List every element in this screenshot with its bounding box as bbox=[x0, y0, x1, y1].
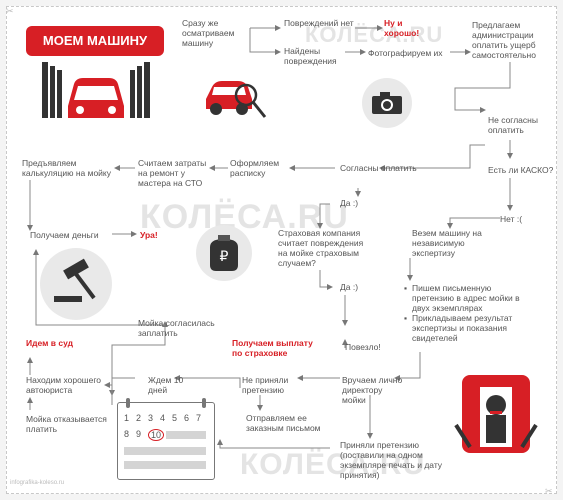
label-no: Нет :( bbox=[500, 214, 523, 224]
step-wash-agreed: Мойка согласилась заплатить bbox=[138, 318, 215, 338]
scissors-icon: ✂ bbox=[6, 6, 14, 16]
calendar-day: 4 bbox=[160, 413, 166, 423]
step-accepted: Приняли претензию (поставили на одном эк… bbox=[340, 440, 443, 480]
scissors-icon: ✂ bbox=[545, 486, 553, 496]
footer-credit: infografika-koleso.ru bbox=[10, 480, 65, 486]
calendar-day: 1 bbox=[124, 413, 130, 423]
car-magnifier-icon bbox=[206, 81, 267, 118]
arrow-to-wash-agreed bbox=[111, 321, 168, 405]
bullet-list: ▪ Пишем письменную претензию в адрес мойк… bbox=[404, 283, 554, 343]
arrow-to-independent bbox=[447, 217, 500, 229]
calendar-day: 8 bbox=[124, 429, 130, 439]
step-calculation: Предъявляем калькуляцию на мойку bbox=[22, 158, 111, 178]
step-get-money: Получаем деньги bbox=[30, 230, 99, 240]
wash-man-icon bbox=[454, 375, 538, 453]
step-not-agree: Не согласны оплатить bbox=[488, 115, 538, 135]
arrow-to-hand-over bbox=[394, 352, 421, 381]
arrow-to-not-agree bbox=[454, 62, 511, 113]
bullet-text: Прикладываем результат экспертизы и пока… bbox=[412, 313, 513, 343]
gavel-icon bbox=[54, 258, 96, 302]
calendar: 1 2 3 4 5 6 7 8 9 10 bbox=[117, 398, 215, 480]
step-offer-admin: Предлагаем администрации оплатить ущерб … bbox=[472, 20, 536, 60]
label-yes-1: Да :) bbox=[340, 198, 359, 208]
watermark-top: КОЛЁСА.RU bbox=[305, 22, 444, 47]
arrow-to-wash-refuses bbox=[104, 382, 113, 395]
bullet-dot: ▪ bbox=[404, 283, 408, 293]
calendar-day: 9 bbox=[136, 429, 142, 439]
gavel-circle bbox=[40, 248, 112, 320]
bullet-text: Пишем письменную претензию в адрес мойки… bbox=[412, 283, 520, 313]
step-wash-refuses: Мойка отказывается платить bbox=[26, 414, 107, 434]
calendar-day: 3 bbox=[148, 413, 154, 423]
step-independent: Везем машину на независимую экспертизу bbox=[412, 228, 482, 258]
calendar-bar bbox=[166, 431, 206, 439]
step-hooray: Ура! bbox=[140, 230, 158, 240]
arrow-wait-to-cal bbox=[109, 377, 135, 396]
step-inspect: Сразу же осматриваем машину bbox=[182, 18, 235, 48]
calendar-bar bbox=[124, 461, 206, 469]
svg-text:₽: ₽ bbox=[220, 249, 229, 265]
bullet-item: ▪ Пишем письменную претензию в адрес мойк… bbox=[404, 283, 554, 313]
step-agree: Согласны оплатить bbox=[340, 163, 417, 173]
step-ok: Ну и хорошо! bbox=[384, 18, 420, 38]
step-kasko: Есть ли КАСКО? bbox=[488, 165, 554, 175]
bullet-dot: ▪ bbox=[404, 313, 408, 323]
arrow-to-agree bbox=[379, 144, 485, 171]
watermark-bottom: КОЛЁСА.RU bbox=[240, 448, 426, 481]
arrow-to-wait bbox=[174, 375, 241, 388]
step-insurer: Страховая компания считает повреждения н… bbox=[278, 228, 364, 268]
step-lucky: Повезло! bbox=[345, 342, 381, 352]
step-insurance-payout: Получаем выплату по страховке bbox=[232, 338, 313, 358]
step-to-court: Идем в суд bbox=[26, 338, 73, 348]
calendar-day-highlighted: 10 bbox=[148, 429, 165, 441]
step-count-costs: Считаем затраты на ремонт у мастера на С… bbox=[138, 158, 207, 188]
step-damage-found: Найдены повреждения bbox=[284, 46, 337, 66]
calendar-day: 7 bbox=[196, 413, 202, 423]
arrow-accepted-to-cal bbox=[217, 439, 330, 449]
step-no-damage: Повреждений нет bbox=[284, 18, 354, 28]
wallet-icon: ₽ bbox=[210, 235, 238, 271]
step-photograph: Фотографируем их bbox=[368, 48, 443, 58]
calendar-ring bbox=[202, 398, 206, 408]
banner-title: МОЕМ МАШИНУ bbox=[26, 26, 164, 56]
arrow-to-insurer bbox=[317, 203, 330, 229]
step-not-accepted: Не приняли претензию bbox=[242, 375, 289, 395]
step-hand-over: Вручаем лично директору мойки bbox=[342, 375, 403, 405]
watermark-middle: КОЛЁСА.RU bbox=[140, 198, 349, 236]
label-yes-2: Да :) bbox=[340, 282, 359, 292]
arrow-to-damage bbox=[249, 28, 281, 55]
calendar-ring bbox=[126, 398, 130, 408]
step-wait-10: Ждем 10 дней bbox=[148, 375, 184, 395]
bullet-item: ▪ Прикладываем результат экспертизы и пок… bbox=[404, 313, 554, 343]
step-send-mail: Отправляем ее заказным письмом bbox=[246, 413, 321, 433]
calendar-day: 2 bbox=[136, 413, 142, 423]
arrow-to-yes2 bbox=[319, 270, 333, 290]
car-wash-icon bbox=[42, 62, 150, 118]
calendar-day: 6 bbox=[184, 413, 190, 423]
arrow-to-get-money bbox=[33, 249, 165, 326]
camera-icon bbox=[372, 92, 402, 114]
calendar-bar bbox=[124, 447, 206, 455]
step-receipt: Оформляем расписку bbox=[230, 158, 280, 178]
step-find-lawyer: Находим хорошего автоюриста bbox=[26, 375, 101, 395]
calendar-day: 5 bbox=[172, 413, 178, 423]
